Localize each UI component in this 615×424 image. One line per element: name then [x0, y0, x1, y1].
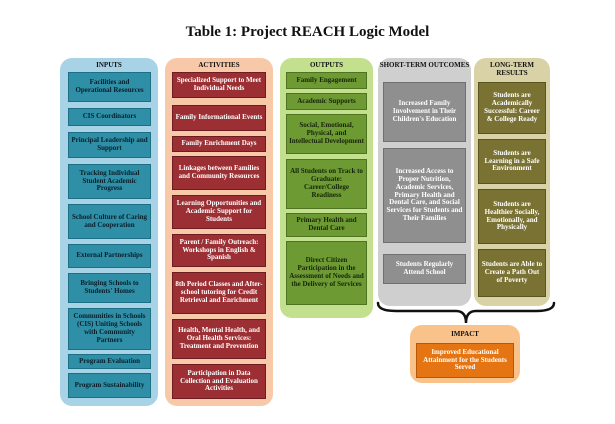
inputs-item: CIS Coordinators [68, 108, 151, 126]
activities-item: Health, Mental Health, and Oral Health S… [172, 319, 266, 359]
outputs-header: OUTPUTS [309, 61, 344, 69]
inputs-item: Program Evaluation [68, 354, 151, 369]
diagram-title: Table 1: Project REACH Logic Model [185, 24, 430, 40]
short-term-header: SHORT-TERM OUTCOMES [379, 61, 470, 69]
inputs-item: External Partnerships [68, 244, 151, 268]
short-term-item: Increased Access to Proper Nutrition, Ac… [383, 148, 466, 243]
outputs-item: Family Engagement [286, 72, 367, 89]
activities-column: ACTIVITIES Specialized Support to Meet I… [165, 58, 273, 406]
outputs-item: Direct Citizen Participation in the Asse… [286, 241, 367, 305]
brace-connector [376, 301, 556, 324]
short-term-outcomes-column: SHORT-TERM OUTCOMES Increased Family Inv… [378, 58, 471, 306]
inputs-item: Facilities and Operational Resources [68, 72, 151, 102]
long-term-item: Students are Able to Create a Path Out o… [478, 249, 546, 297]
inputs-item: Program Sustainability [68, 373, 151, 398]
inputs-item: Bringing Schools to Students' Homes [68, 273, 151, 303]
activities-item: Specialized Support to Meet Individual N… [172, 72, 266, 98]
activities-item: Learning Opportunities and Academic Supp… [172, 195, 266, 229]
inputs-header: INPUTS [96, 61, 122, 69]
inputs-item: Tracking Individual Student Academic Pro… [68, 164, 151, 199]
activities-item: Family Informational Events [172, 105, 266, 131]
activities-header: ACTIVITIES [198, 61, 240, 69]
outputs-item: Academic Supports [286, 93, 367, 110]
inputs-item: Communities in Schools (CIS) Uniting Sch… [68, 308, 151, 350]
activities-item: Participation in Data Collection and Eva… [172, 364, 266, 399]
impact-header: IMPACT [451, 330, 479, 338]
outputs-item: Social, Emotional, Physical, and Intelle… [286, 114, 367, 154]
impact-box: Improved Educational Attainment for the … [416, 343, 514, 378]
activities-item: Parent / Family Outreach: Workshops in E… [172, 234, 266, 267]
inputs-column: INPUTS Facilities and Operational Resour… [60, 58, 158, 406]
activities-item: Linkages between Families and Community … [172, 156, 266, 190]
inputs-item: School Culture of Caring and Cooperation [68, 204, 151, 239]
outputs-item: Primary Health and Dental Care [286, 213, 367, 237]
impact-panel: IMPACT Improved Educational Attainment f… [410, 325, 520, 383]
long-term-item: Students are Healthier Socially, Emotion… [478, 189, 546, 244]
short-term-item: Increased Family Involvement in Their Ch… [383, 82, 466, 142]
outputs-column: OUTPUTS Family Engagement Academic Suppo… [280, 58, 373, 318]
activities-item: Family Enrichment Days [172, 136, 266, 152]
activities-item: 8th Period Classes and After-school tuto… [172, 272, 266, 314]
long-term-item: Students are Academically Successful: Ca… [478, 82, 546, 134]
long-term-results-column: LONG-TERM RESULTS Students are Academica… [474, 58, 550, 306]
short-term-item: Students Regularly Attend School [383, 254, 466, 284]
outputs-item: All Students on Track to Graduate: Caree… [286, 159, 367, 209]
inputs-item: Principal Leadership and Support [68, 132, 151, 158]
long-term-item: Students are Learning in a Safe Environm… [478, 139, 546, 184]
long-term-header: LONG-TERM RESULTS [490, 61, 534, 78]
